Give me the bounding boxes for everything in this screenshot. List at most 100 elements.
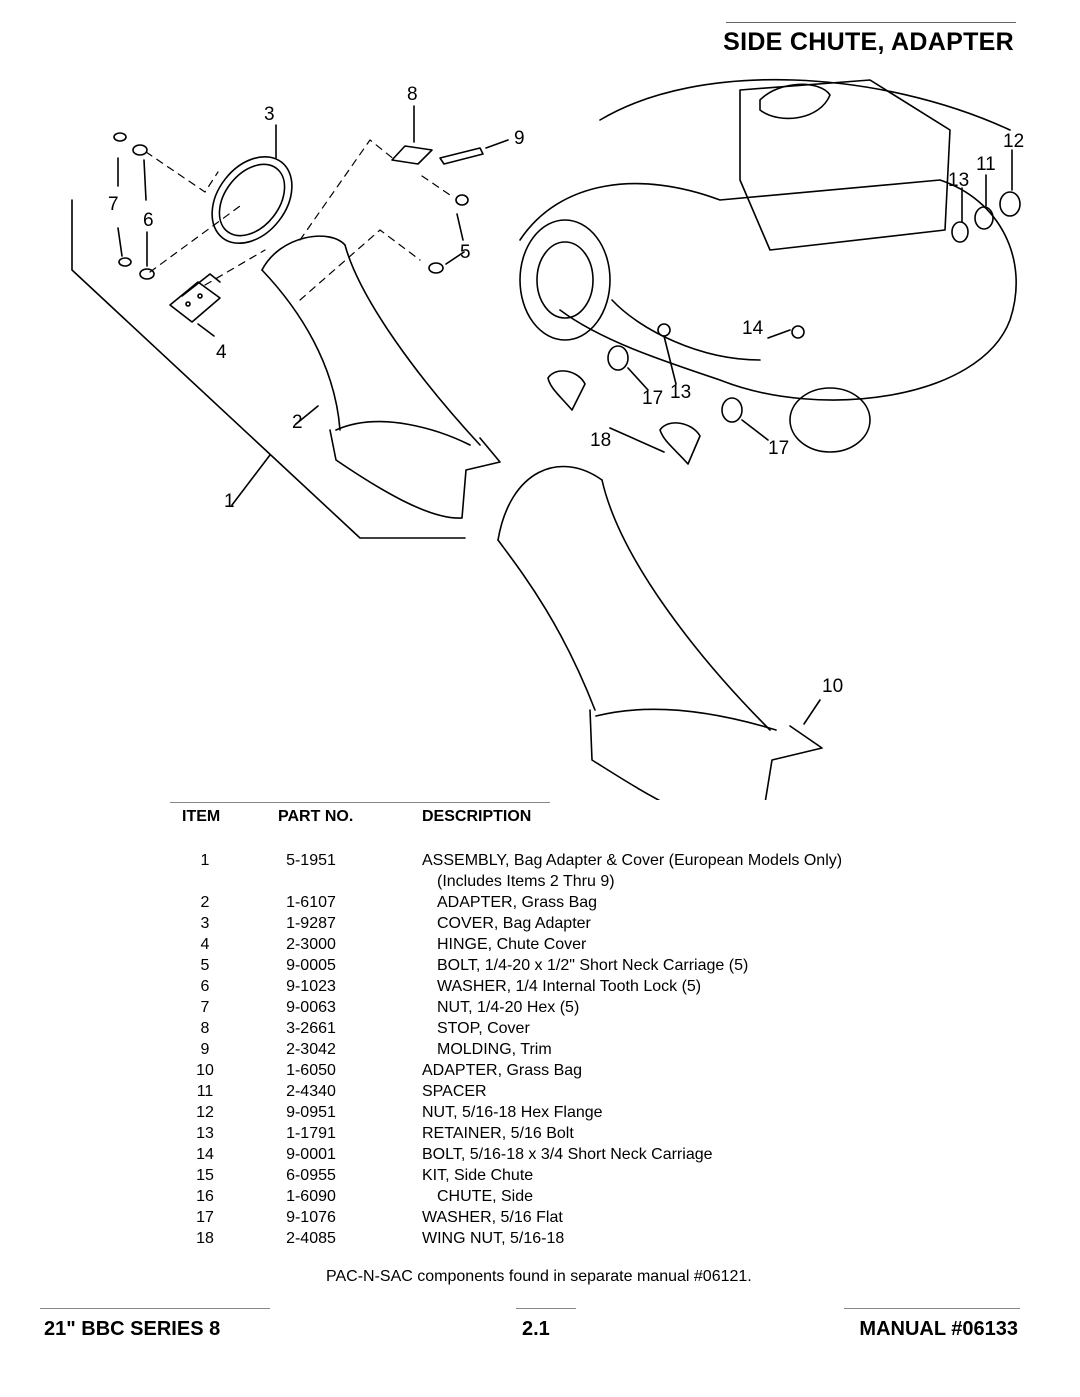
part-number: 2-4340 [286, 1083, 336, 1100]
callout-1: 1 [224, 491, 235, 512]
callout-5: 5 [460, 242, 471, 263]
table-row: 11 2-4340 SPACER [0, 1081, 1080, 1102]
item-number: 4 [200, 936, 210, 953]
footer-rule-center [516, 1308, 576, 1309]
mower-fasteners [547, 149, 1021, 465]
assembly-bracket [71, 199, 466, 539]
part-number: 1-1791 [286, 1125, 336, 1142]
callout-8: 8 [407, 84, 418, 105]
item-number: 18 [196, 1230, 214, 1247]
part-number: 6-0955 [286, 1167, 336, 1184]
part-number: 9-0005 [286, 957, 336, 974]
page-title: SIDE CHUTE, ADAPTER [723, 28, 1014, 56]
part-description: KIT, Side Chute [422, 1167, 534, 1184]
callout-11: 11 [976, 154, 996, 175]
footer-manual-number: MANUAL #06133 [859, 1318, 1018, 1340]
part-number: 9-0001 [286, 1146, 336, 1163]
part-description: ASSEMBLY, Bag Adapter & Cover (European … [422, 852, 843, 869]
nut-washer-set [113, 132, 155, 280]
item-number: 7 [200, 999, 210, 1016]
callout-12: 12 [1003, 131, 1024, 152]
table-row: 15 6-0955 KIT, Side Chute [0, 1165, 1080, 1186]
table-row: 8 3-2661 STOP, Cover [0, 1018, 1080, 1039]
footer-series: 21" BBC SERIES 8 [44, 1318, 221, 1340]
item-number: 14 [196, 1146, 214, 1163]
part-number: 5-1951 [286, 852, 336, 869]
col-header-part-no: PART NO. [278, 808, 354, 825]
part-description: WING NUT, 5/16-18 [422, 1230, 565, 1247]
item-number: 3 [200, 915, 210, 932]
part-description: ADAPTER, Grass Bag [422, 1062, 583, 1079]
part-description: (Includes Items 2 Thru 9) [437, 873, 615, 890]
col-header-item: ITEM [182, 808, 221, 825]
part-description: HINGE, Chute Cover [437, 936, 587, 953]
part-description: CHUTE, Side [437, 1188, 534, 1205]
part-number: 2-3042 [286, 1041, 336, 1058]
callout-13-bottom: 13 [670, 382, 691, 403]
table-row: 14 9-0001 BOLT, 5/16-18 x 3/4 Short Neck C… [0, 1144, 1080, 1165]
table-row: 1 5-1951 ASSEMBLY, Bag Adapter & Cover (Eu… [0, 850, 1080, 871]
mower-body [519, 78, 1017, 453]
table-row: 18 2-4085 WING NUT, 5/16-18 [0, 1228, 1080, 1249]
part-description: SPACER [422, 1083, 487, 1100]
item-number: 11 [196, 1083, 214, 1100]
part-number: 1-6107 [286, 894, 336, 911]
title-rule [726, 22, 1016, 23]
table-row: (Includes Items 2 Thru 9) [0, 871, 1080, 892]
callout-14: 14 [742, 318, 764, 339]
item-number: 2 [200, 894, 210, 911]
item-number: 15 [196, 1167, 214, 1184]
callout-10: 10 [822, 676, 843, 697]
exploded-parts-diagram: 1 2 3 4 5 6 7 8 9 10 11 12 13 14 17 17 1… [71, 78, 1024, 800]
part-number: 1-9287 [286, 915, 336, 932]
part-description: WASHER, 5/16 Flat [422, 1209, 563, 1226]
callout-7: 7 [108, 194, 119, 215]
item-number: 1 [200, 852, 210, 869]
item-number: 13 [196, 1125, 214, 1142]
part-number: 9-1076 [286, 1209, 336, 1226]
assembly-dashed-lines [145, 139, 451, 301]
part-description: WASHER, 1/4 Internal Tooth Lock (5) [437, 978, 702, 995]
table-row: 6 9-1023 WASHER, 1/4 Internal Tooth Lock (… [0, 976, 1080, 997]
callout-17-right: 17 [768, 438, 789, 459]
separate-manual-note: PAC-N-SAC components found in separate m… [326, 1268, 752, 1285]
stop-molding-bolts [391, 105, 509, 274]
grass-bag-adapter-large [497, 465, 823, 800]
table-row: 10 1-6050 ADAPTER, Grass Bag [0, 1060, 1080, 1081]
item-number: 9 [200, 1041, 210, 1058]
part-number: 3-2661 [286, 1020, 336, 1037]
part-number: 1-6050 [286, 1062, 336, 1079]
callout-13-top: 13 [948, 170, 969, 191]
callout-17-left: 17 [642, 388, 663, 409]
parts-table: 1 5-1951 ASSEMBLY, Bag Adapter & Cover (Eu… [0, 850, 1080, 1249]
item-number: 5 [200, 957, 210, 974]
table-row: 13 1-1791 RETAINER, 5/16 Bolt [0, 1123, 1080, 1144]
item-number: 10 [196, 1062, 214, 1079]
part-number: 9-1023 [286, 978, 336, 995]
part-description: MOLDING, Trim [437, 1041, 552, 1058]
part-description: RETAINER, 5/16 Bolt [422, 1125, 574, 1142]
part-number: 1-6090 [286, 1188, 336, 1205]
item-number: 16 [196, 1188, 214, 1205]
callout-3: 3 [264, 104, 275, 125]
part-description: COVER, Bag Adapter [437, 915, 591, 932]
callout-18: 18 [590, 430, 611, 451]
callout-6: 6 [143, 210, 154, 231]
part-description: NUT, 5/16-18 Hex Flange [422, 1104, 603, 1121]
part-number: 9-0951 [286, 1104, 336, 1121]
part-description: STOP, Cover [437, 1020, 530, 1037]
grass-bag-adapter-small [261, 235, 501, 519]
item-number: 6 [200, 978, 210, 995]
footer-page-number: 2.1 [522, 1318, 550, 1340]
footer-rule-left [40, 1308, 270, 1309]
part-number: 2-4085 [286, 1230, 336, 1247]
chute-cover-hinge [169, 273, 221, 337]
item-number: 8 [200, 1020, 210, 1037]
part-description: BOLT, 5/16-18 x 3/4 Short Neck Carriage [422, 1146, 713, 1163]
table-row: 16 1-6090 CHUTE, Side [0, 1186, 1080, 1207]
